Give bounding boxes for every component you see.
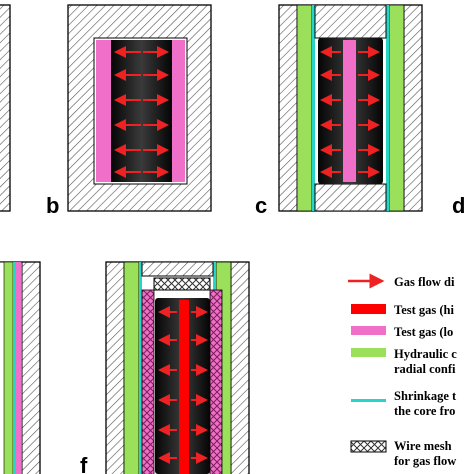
red-bar-icon (351, 304, 386, 314)
panel-f-oil-left (123, 261, 140, 474)
panel-label-f: f (80, 453, 88, 474)
panel-label-c: c (255, 193, 267, 218)
panel-f-top-mesh-plate (153, 277, 211, 291)
panel-e-shrink (13, 262, 16, 474)
panel-c-shrink-left (312, 5, 315, 211)
legend-item-hydraulic-oil: Hydraulic c radial confi (351, 347, 457, 376)
panel-c-endcap-bottom (314, 183, 387, 212)
panel-e-low-gas (16, 262, 21, 474)
legend: Gas flow di Test gas (hi Test gas (lo Hy… (348, 273, 457, 468)
panel-a-vessel-wall (0, 4, 11, 212)
panel-c-oil-left (296, 4, 313, 212)
legend-label: Wire mesh (394, 439, 452, 453)
panel-label-d: d (452, 193, 465, 218)
legend-label: Test gas (lo (394, 325, 453, 339)
panel-c: c (255, 4, 423, 218)
legend-label: radial confi (394, 362, 456, 376)
wire-mesh-icon (350, 440, 387, 453)
panel-c-flow-arrows (320, 46, 380, 178)
panel-f-flow-arrows (158, 306, 208, 464)
panel-f-endcap-top (141, 261, 214, 277)
panel-f-mesh-left (141, 289, 155, 474)
legend-item-gas-flow: Gas flow di (348, 273, 455, 289)
panel-b-flow-arrows (114, 46, 169, 178)
panel-e-oil (3, 261, 14, 474)
green-bar-icon (351, 348, 386, 357)
panel-f-mesh-right (209, 289, 223, 474)
legend-label: the core fro (394, 404, 455, 418)
panel-f-shrink-left (139, 262, 142, 474)
panel-b: b (46, 4, 212, 218)
legend-label: Hydraulic c (394, 347, 457, 361)
legend-item-wire-mesh: Wire mesh for gas flow (350, 439, 456, 468)
cyan-line-icon (351, 399, 386, 402)
panel-b-low-gas-left (96, 40, 111, 182)
panel-label-b: b (46, 193, 59, 218)
legend-item-shrinkage-tube: Shrinkage t the core fro (351, 389, 457, 418)
panel-e-partial (0, 261, 41, 474)
panel-c-endcap-top (314, 4, 387, 39)
legend-label: Gas flow di (394, 275, 455, 289)
legend-label: Test gas (hi (394, 303, 454, 317)
legend-item-test-gas-low: Test gas (lo (351, 325, 453, 339)
legend-label: for gas flow (394, 454, 456, 468)
legend-item-test-gas-high: Test gas (hi (351, 303, 454, 317)
panel-b-low-gas-right (172, 40, 185, 182)
pink-bar-icon (351, 326, 386, 335)
legend-label: Shrinkage t (394, 389, 457, 403)
panel-c-low-gas-center (343, 40, 356, 182)
panel-f-high-gas-center (179, 300, 189, 474)
panel-c-shrink-right (386, 5, 389, 211)
panel-a-partial (0, 4, 11, 212)
panel-c-oil-right (388, 4, 405, 212)
panel-b-core (111, 40, 172, 182)
panel-f: f (80, 261, 250, 474)
